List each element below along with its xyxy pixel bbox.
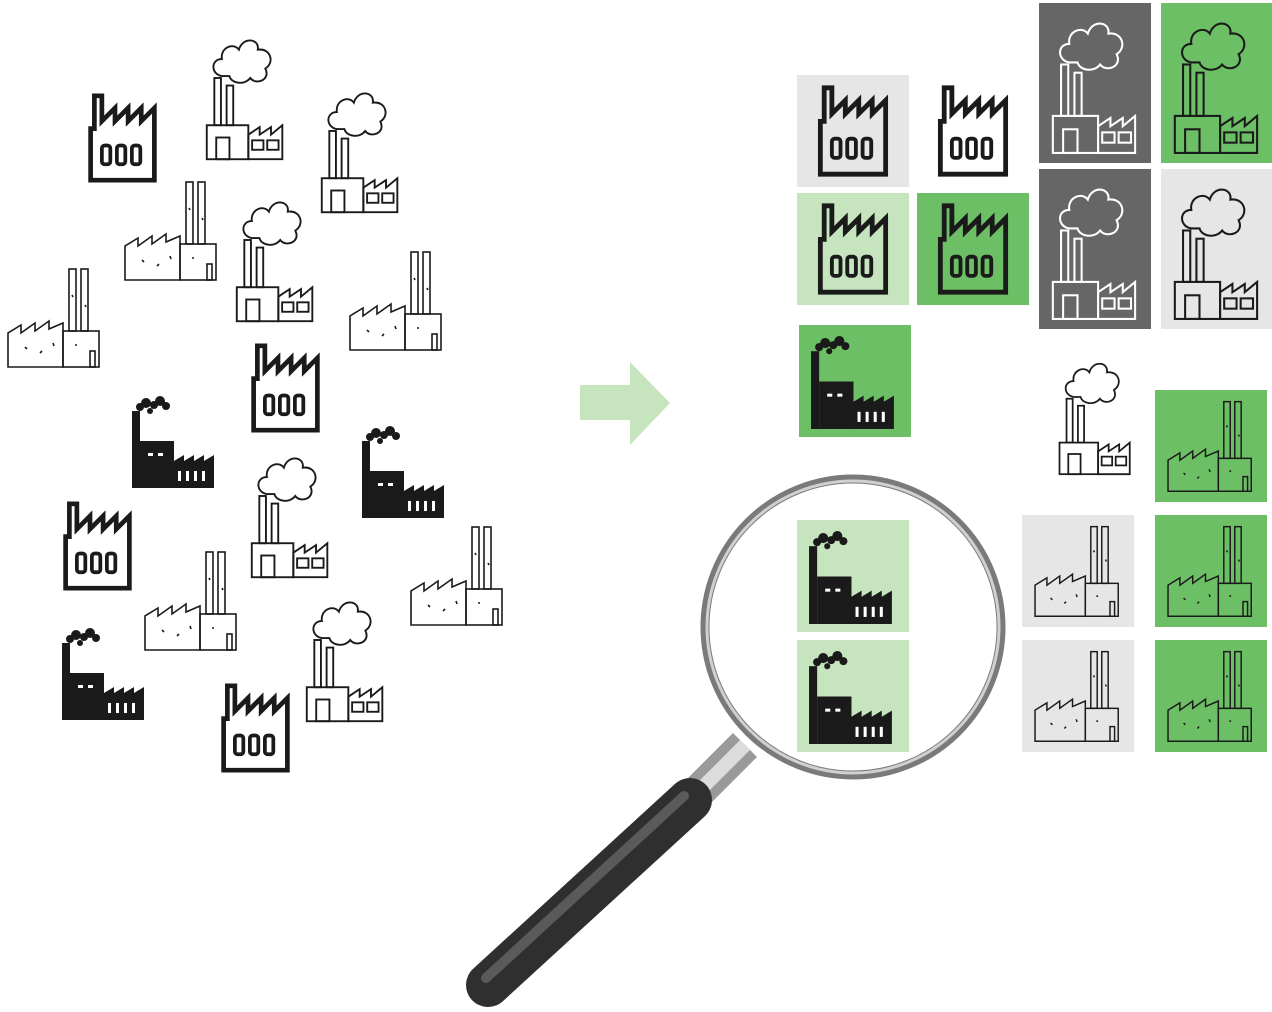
factory-sawtooth-icon <box>925 201 1021 297</box>
factory-tile-green <box>917 193 1029 305</box>
factory-dark-icon <box>805 648 901 744</box>
factory-sawtooth-icon <box>85 88 160 188</box>
factory-dark-icon <box>807 333 903 429</box>
factory-sawtooth-icon <box>248 338 323 438</box>
factory-dark-icon <box>58 625 153 720</box>
factory-smoke-icon <box>1169 11 1265 155</box>
factory-dark-icon <box>805 528 901 624</box>
factory-sketch-icon <box>1163 648 1259 744</box>
factory-tile-light-grey <box>797 75 909 187</box>
factory-tile-green <box>1155 640 1267 752</box>
factory-tile-dark-grey <box>1039 169 1151 329</box>
factory-tile-light-grey <box>1022 640 1134 752</box>
factory-sawtooth-icon <box>925 83 1021 179</box>
factory-dark-icon <box>358 423 453 518</box>
factory-smoke-icon <box>1047 177 1143 321</box>
factory-tile-light-grey <box>1022 515 1134 627</box>
factory-tile-dark-grey <box>1039 3 1151 163</box>
factory-dark-icon <box>128 393 223 488</box>
magnifying-glass-icon <box>466 474 1006 1007</box>
factory-smoke-icon <box>1056 350 1135 479</box>
factory-sawtooth-icon <box>805 201 901 297</box>
factory-sketch-icon <box>1030 648 1126 744</box>
factory-smoke-icon <box>1169 177 1265 321</box>
factory-sketch-icon <box>408 518 508 633</box>
factory-sketch-icon <box>1163 398 1259 494</box>
factory-smoke-icon <box>1047 11 1143 155</box>
factory-sawtooth-icon <box>60 496 135 596</box>
factory-smoke-icon <box>203 25 288 165</box>
factory-smoke-icon <box>318 78 403 218</box>
factory-sketch-icon <box>1163 523 1259 619</box>
factory-sketch-icon <box>122 178 222 283</box>
factory-sawtooth-icon <box>218 678 293 778</box>
factory-smoke-icon <box>303 587 388 727</box>
factory-smoke-icon <box>233 187 318 327</box>
factory-sawtooth-icon <box>805 83 901 179</box>
factory-tile-green <box>1155 515 1267 627</box>
factory-sketch-icon <box>1030 523 1126 619</box>
factory-sketch-icon <box>142 548 242 653</box>
factory-tile-green <box>1155 390 1267 502</box>
arrow-right-icon <box>580 362 670 445</box>
factory-smoke-icon <box>248 443 333 583</box>
factory-sketch-icon <box>347 243 447 358</box>
factory-sketch-icon <box>5 265 105 370</box>
factory-tile-light-green <box>797 193 909 305</box>
